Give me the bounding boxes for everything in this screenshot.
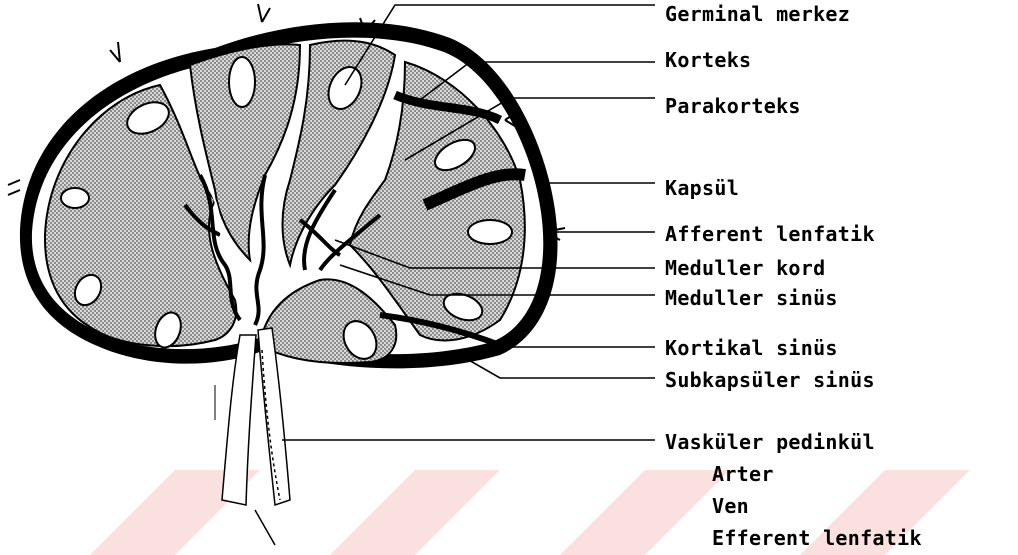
label-meduller-kord: Meduller kord	[665, 256, 825, 280]
label-subkapsuler-sinus: Subkapsüler sinüs	[665, 368, 875, 392]
label-vaskuler-pedinkul: Vasküler pedinkül	[665, 430, 875, 454]
label-ven: Ven	[712, 494, 749, 518]
label-korteks: Korteks	[665, 48, 751, 72]
label-germinal-merkez: Germinal merkez	[665, 2, 850, 26]
label-parakorteks: Parakorteks	[665, 94, 801, 118]
pedicle-thin-line	[255, 510, 275, 545]
label-efferent-lenfatik: Efferent lenfatik	[712, 526, 922, 550]
label-kapsul: Kapsül	[665, 176, 739, 200]
label-afferent-lenfatik: Afferent lenfatik	[665, 222, 875, 246]
label-kortikal-sinus: Kortikal sinüs	[665, 336, 838, 360]
label-meduller-sinus: Meduller sinüs	[665, 286, 838, 310]
label-arter: Arter	[712, 462, 774, 486]
